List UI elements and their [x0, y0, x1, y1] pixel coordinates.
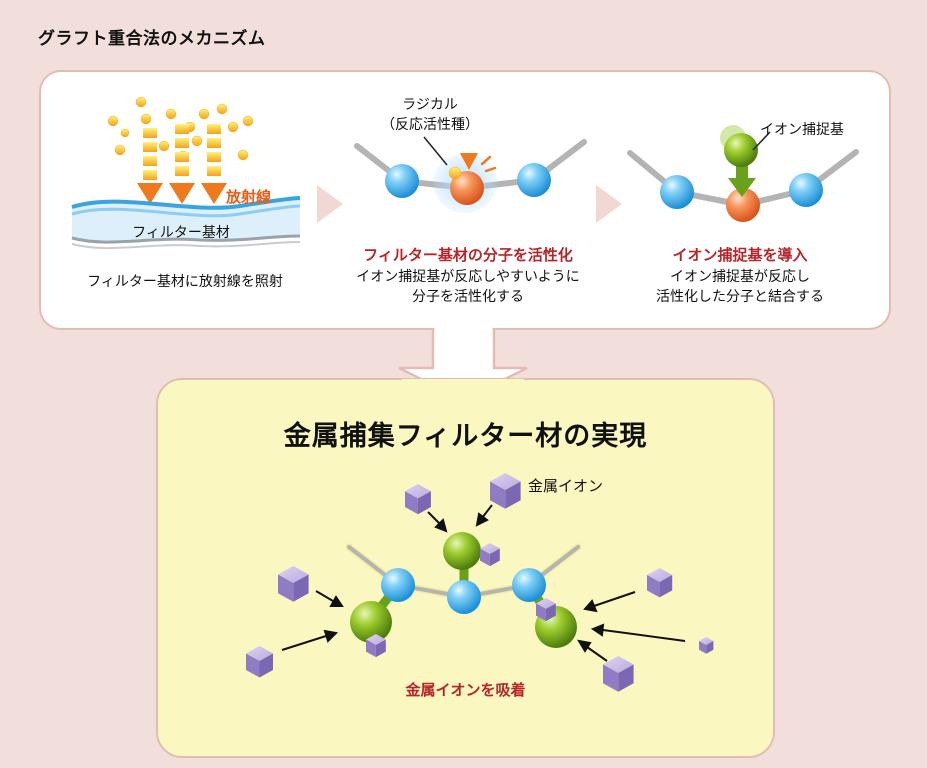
step2-title: フィルター基材の分子を活性化: [363, 246, 573, 264]
activation-illustration: [354, 136, 587, 213]
step3-title: イオン捕捉基を導入: [672, 246, 808, 264]
result-title: 金属捕集フィルター材の実現: [283, 421, 648, 452]
radiation-illustration: [71, 96, 301, 250]
metal-ion-cubes: [246, 473, 714, 692]
ion-capture-group-label: イオン捕捉基: [760, 122, 844, 138]
step2-description: イオン捕捉基が反応しやすいように 分子を活性化する: [356, 269, 580, 305]
metal-ion-label: 金属イオン: [528, 477, 604, 495]
radical-label: ラジカル （反応活性種）: [381, 97, 479, 133]
radiation-label: 放射線: [226, 188, 272, 206]
step3-description: イオン捕捉基が反応し 活性化した分子と結合する: [656, 269, 824, 305]
substrate-label: フィルター基材: [132, 225, 230, 241]
step-arrow-2: [596, 185, 622, 223]
page-title: グラフト重合法のメカニズム: [38, 29, 266, 49]
adsorption-caption: 金属イオンを吸着: [405, 681, 526, 699]
step1-caption: フィルター基材に放射線を照射: [87, 274, 283, 290]
adsorption-illustration: [246, 473, 714, 692]
adsorption-arrows: [281, 504, 686, 662]
grafting-illustration: [627, 125, 859, 222]
step-arrow-1: [317, 185, 343, 223]
